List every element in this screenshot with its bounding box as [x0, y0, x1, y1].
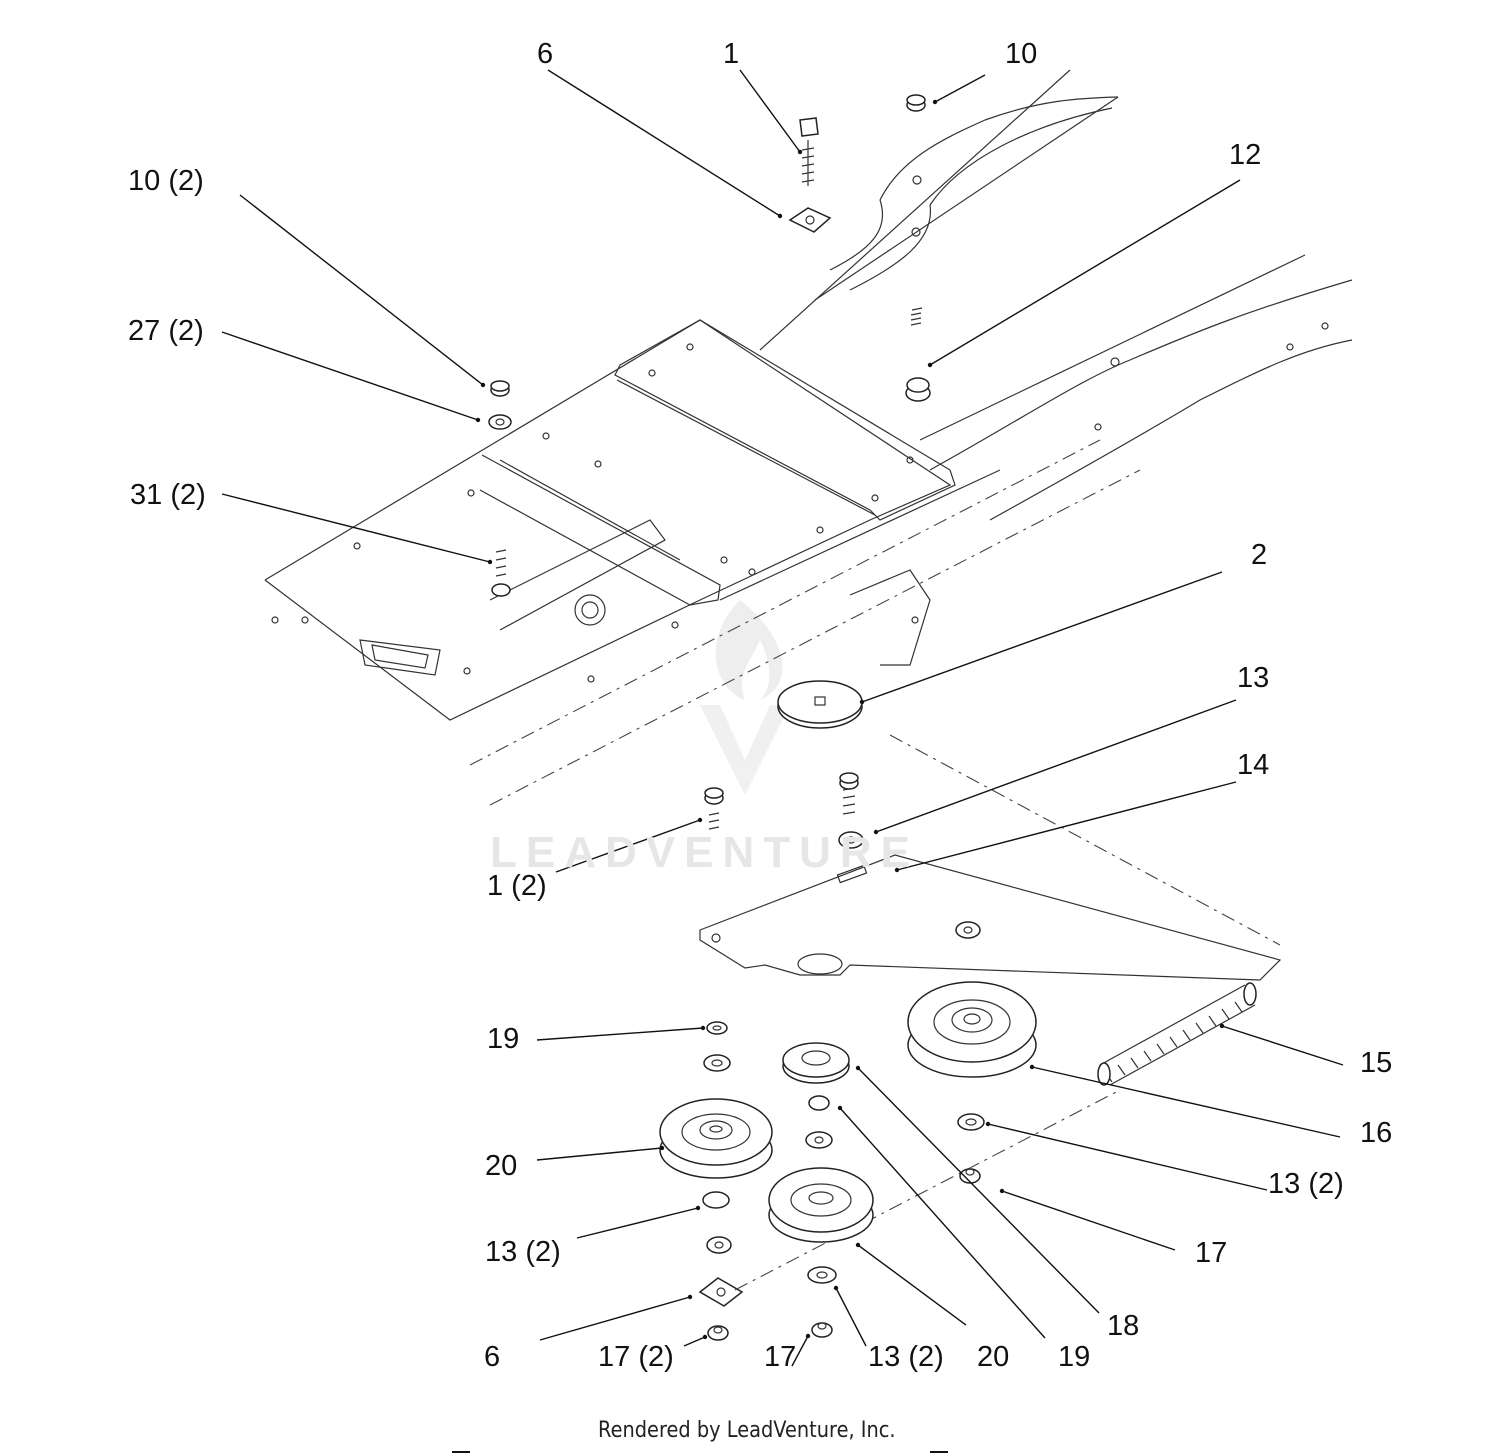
callout-18: 18: [1107, 1310, 1140, 1342]
callout-2: 2: [1251, 539, 1268, 571]
deck-plate: [264, 319, 956, 721]
callout-13-x2-right: 13 (2): [1268, 1168, 1344, 1200]
callout-16: 16: [1360, 1117, 1393, 1149]
watermark-text: LEADVENTURE: [490, 828, 920, 877]
callout-17-bottom: 17: [764, 1341, 797, 1373]
callout-20-left: 20: [485, 1150, 518, 1182]
upper-hardware: [488, 94, 931, 597]
callout-20-bottom: 20: [977, 1341, 1010, 1373]
callout-14: 14: [1237, 749, 1270, 781]
callout-17-right: 17: [1195, 1237, 1228, 1269]
frame-rails: [469, 69, 1353, 806]
callout-1-x2: 1 (2): [487, 870, 547, 902]
callout-1-top: 1: [723, 38, 740, 70]
callout-31-x2: 31 (2): [130, 479, 206, 511]
rendered-by-footer: Rendered by LeadVenture, Inc.: [598, 1418, 896, 1443]
watermark-logo: [700, 600, 790, 795]
callout-13: 13: [1237, 662, 1270, 694]
leader-lines: [221, 69, 1344, 1367]
callout-13-x2-bottom: 13 (2): [868, 1341, 944, 1373]
callout-19-left: 19: [487, 1023, 520, 1055]
spring: [1097, 982, 1257, 1086]
callout-6-bottom: 6: [484, 1341, 501, 1373]
callout-15: 15: [1360, 1047, 1393, 1079]
callout-10-x2: 10 (2): [128, 165, 204, 197]
middle-hardware: [699, 680, 1282, 981]
callout-13-x2-left: 13 (2): [485, 1236, 561, 1268]
pulley-assembly: [659, 981, 1257, 1341]
callout-10-top: 10: [1005, 38, 1038, 70]
callout-6-top: 6: [537, 38, 554, 70]
callout-19-bottom: 19: [1058, 1341, 1091, 1373]
callout-12: 12: [1229, 139, 1262, 171]
callout-17-x2: 17 (2): [598, 1341, 674, 1373]
callout-27-x2: 27 (2): [128, 315, 204, 347]
